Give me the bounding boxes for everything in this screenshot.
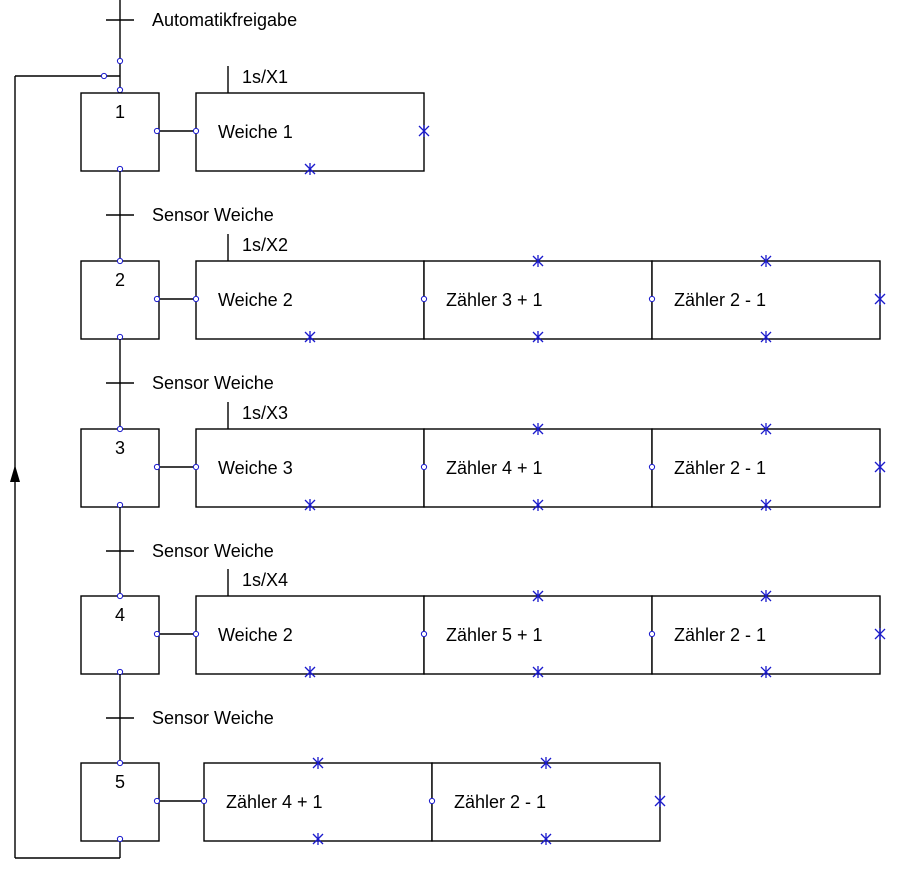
action-marker-icon	[304, 163, 316, 175]
connection-dot	[192, 295, 200, 303]
step-box-4	[80, 595, 160, 675]
connection-dot	[648, 630, 656, 638]
action-marker-icon	[304, 666, 316, 678]
action-marker-icon	[532, 255, 544, 267]
transition-label: Sensor Weiche	[152, 205, 274, 225]
connection-dot	[648, 463, 656, 471]
connection-dot	[116, 425, 124, 433]
action-marker-icon	[760, 666, 772, 678]
connection-dot	[192, 463, 200, 471]
action-marker-icon	[540, 833, 552, 845]
transition-label: Sensor Weiche	[152, 373, 274, 393]
action-label: Zähler 2 - 1	[454, 792, 546, 812]
timer-label: 1s/X4	[242, 570, 288, 590]
connection-dot	[648, 295, 656, 303]
step-number: 5	[115, 772, 125, 792]
step-number: 4	[115, 605, 125, 625]
action-label: Weiche 3	[218, 458, 293, 478]
connection-dot	[420, 463, 428, 471]
action-label: Zähler 4 + 1	[446, 458, 543, 478]
connection-dot	[116, 165, 124, 173]
connection-dot	[116, 257, 124, 265]
connection-dot	[153, 797, 161, 805]
action-label: Weiche 2	[218, 290, 293, 310]
action-box	[423, 260, 653, 340]
connection-dot	[116, 86, 124, 94]
connection-dot	[116, 333, 124, 341]
action-box	[203, 762, 433, 842]
action-label: Weiche 1	[218, 122, 293, 142]
action-marker-icon	[760, 255, 772, 267]
action-marker-icon	[532, 666, 544, 678]
connection-dot	[116, 835, 124, 843]
connection-dot	[428, 797, 436, 805]
loop-arrow-icon	[10, 465, 20, 482]
step-number: 3	[115, 438, 125, 458]
action-marker-icon	[760, 590, 772, 602]
connection-dot	[100, 72, 108, 80]
timer-label: 1s/X2	[242, 235, 288, 255]
action-marker-icon	[304, 331, 316, 343]
step-number: 1	[115, 102, 125, 122]
action-marker-icon	[532, 423, 544, 435]
connection-dot	[116, 668, 124, 676]
action-label: Zähler 2 - 1	[674, 458, 766, 478]
action-marker-icon	[532, 499, 544, 511]
connection-dot	[153, 295, 161, 303]
action-marker-icon	[874, 628, 886, 640]
connection-dot	[116, 57, 124, 65]
start-transition-label: Automatikfreigabe	[152, 10, 297, 30]
action-marker-icon	[760, 331, 772, 343]
connection-dot	[116, 592, 124, 600]
action-marker-icon	[532, 331, 544, 343]
action-marker-icon	[760, 499, 772, 511]
connection-dot	[420, 630, 428, 638]
action-label: Weiche 2	[218, 625, 293, 645]
action-box	[423, 428, 653, 508]
connection-dot	[153, 127, 161, 135]
action-box	[195, 92, 425, 172]
action-marker-icon	[532, 590, 544, 602]
action-marker-icon	[874, 461, 886, 473]
action-label: Zähler 2 - 1	[674, 625, 766, 645]
action-marker-icon	[540, 757, 552, 769]
action-marker-icon	[760, 423, 772, 435]
timer-label: 1s/X1	[242, 67, 288, 87]
action-marker-icon	[654, 795, 666, 807]
action-box	[195, 595, 425, 675]
connection-dot	[200, 797, 208, 805]
action-marker-icon	[874, 293, 886, 305]
action-marker-icon	[312, 757, 324, 769]
action-box	[423, 595, 653, 675]
connection-dot	[153, 463, 161, 471]
step-number: 2	[115, 270, 125, 290]
action-marker-icon	[418, 125, 430, 137]
transition-label: Sensor Weiche	[152, 708, 274, 728]
connection-dot	[116, 501, 124, 509]
action-marker-icon	[304, 499, 316, 511]
transition-label: Sensor Weiche	[152, 541, 274, 561]
action-box	[651, 260, 881, 340]
connection-dot	[420, 295, 428, 303]
connection-dot	[153, 630, 161, 638]
connection-dot	[192, 127, 200, 135]
connection-dot	[116, 759, 124, 767]
action-label: Zähler 3 + 1	[446, 290, 543, 310]
action-label: Zähler 5 + 1	[446, 625, 543, 645]
connection-dot	[192, 630, 200, 638]
action-label: Zähler 4 + 1	[226, 792, 323, 812]
action-label: Zähler 2 - 1	[674, 290, 766, 310]
action-marker-icon	[312, 833, 324, 845]
action-box	[195, 260, 425, 340]
timer-label: 1s/X3	[242, 403, 288, 423]
